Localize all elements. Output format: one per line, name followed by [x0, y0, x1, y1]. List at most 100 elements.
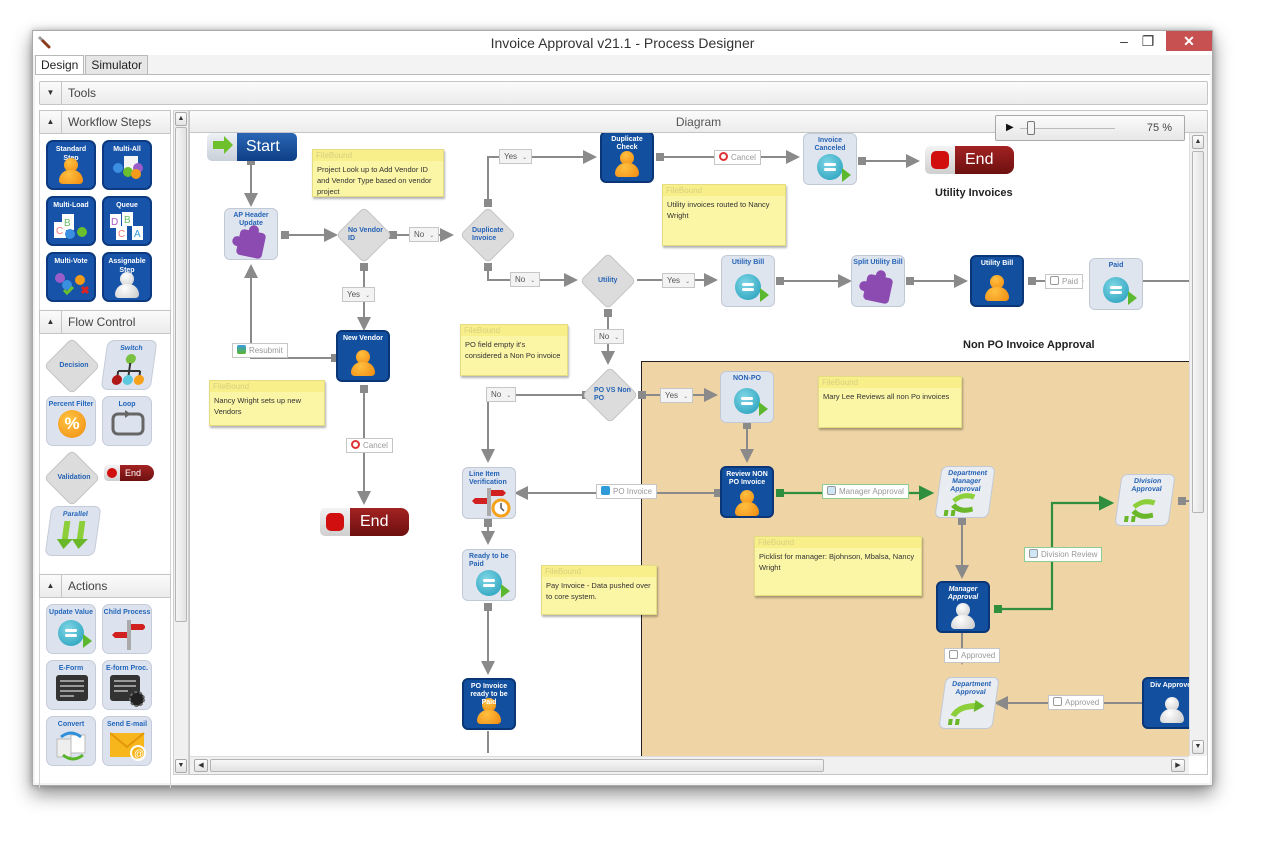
flow-control-header[interactable]: ▲ Flow Control — [39, 310, 171, 334]
node-manager-approval[interactable]: Manager Approval — [936, 581, 990, 633]
decision-po-vs-non-po[interactable]: PO VS Non PO — [581, 366, 639, 424]
tool-convert[interactable]: Convert — [46, 716, 96, 766]
dropdown-icon[interactable]: ⌄ — [614, 335, 620, 341]
connector-label-division-review[interactable]: Division Review — [1024, 547, 1103, 562]
connector-label-yes-non-po[interactable]: Yes⌄ — [660, 388, 694, 403]
connector-label-po-invoice[interactable]: PO Invoice — [596, 484, 658, 499]
dropdown-icon[interactable]: ⌄ — [429, 233, 435, 239]
note-manager-picklist[interactable]: FileBound Picklist for manager: Bjohnson… — [754, 536, 922, 596]
maximize-button[interactable]: ❐ — [1141, 33, 1155, 49]
connector-label-no-utility[interactable]: No⌄ — [594, 329, 625, 344]
toolbox-scrollbar[interactable]: ▲ ▼ — [173, 110, 189, 775]
connector-label-yes-new-vendor[interactable]: Yes⌄ — [342, 287, 376, 302]
connector-label-approved-division[interactable]: Approved — [1048, 695, 1105, 710]
tool-send-email[interactable]: Send E-mail @ — [102, 716, 152, 766]
node-non-po[interactable]: NON-PO — [720, 371, 774, 423]
end-node-utility[interactable]: End — [925, 146, 1014, 174]
play-icon[interactable]: ▶ — [1006, 122, 1014, 133]
note-po-field-empty[interactable]: FileBound PO field empty it's considered… — [460, 324, 568, 376]
node-paid[interactable]: Paid — [1089, 258, 1143, 310]
tool-loop[interactable]: Loop — [102, 396, 152, 446]
node-div-approver[interactable]: Div Approver — [1142, 677, 1189, 729]
scroll-left-button[interactable]: ◀ — [194, 759, 208, 772]
node-new-vendor[interactable]: New Vendor — [336, 330, 390, 382]
diagram-vertical-scrollbar[interactable]: ▲ ▼ — [1189, 133, 1207, 756]
start-node[interactable]: Start — [207, 133, 297, 161]
connector-label-cancel-vendor[interactable]: Cancel — [346, 438, 393, 453]
minimize-button[interactable]: – — [1120, 33, 1128, 49]
node-utility-bill-step[interactable]: Utility Bill — [970, 255, 1024, 307]
dropdown-icon[interactable]: ⌄ — [685, 279, 691, 285]
connector-label-yes-duplicate[interactable]: Yes⌄ — [499, 149, 533, 164]
node-ready-to-be-paid[interactable]: Ready to be Paid — [462, 549, 516, 601]
note-utility-routing[interactable]: FileBound Utility invoices routed to Nan… — [662, 184, 786, 246]
workflow-steps-header[interactable]: ▲ Workflow Steps — [39, 110, 171, 134]
decision-no-vendor-id[interactable]: No Vendor ID — [335, 206, 393, 264]
tool-child-process[interactable]: Child Process — [102, 604, 152, 654]
node-department-approval[interactable]: Department Approval — [938, 677, 1000, 729]
tool-assignable-step[interactable]: Assignable Step — [102, 252, 152, 302]
tool-e-form-proc[interactable]: E-form Proc. — [102, 660, 152, 710]
actions-header[interactable]: ▲ Actions — [39, 574, 171, 598]
collapse-icon[interactable]: ▲ — [40, 111, 62, 133]
tool-update-value[interactable]: Update Value — [46, 604, 96, 654]
dropdown-icon[interactable]: ⌄ — [522, 155, 528, 161]
tools-expander[interactable]: ▼ Tools — [39, 81, 1208, 105]
vertical-scroll-thumb[interactable] — [1192, 151, 1204, 513]
node-ap-header-update[interactable]: AP Header Update — [224, 208, 278, 260]
scroll-down-button[interactable]: ▼ — [1192, 740, 1204, 754]
connector-label-no-po[interactable]: No⌄ — [486, 387, 517, 402]
tool-multi-all[interactable]: Multi-All — [102, 140, 152, 190]
tool-switch[interactable]: Switch — [100, 340, 158, 390]
tool-validation[interactable]: Validation — [43, 449, 101, 507]
connector-label-no-vendor[interactable]: No⌄ — [409, 227, 440, 242]
note-pay-invoice[interactable]: FileBound Pay Invoice - Data pushed over… — [541, 565, 657, 615]
node-division-approval[interactable]: Division Approval — [1114, 474, 1176, 526]
tool-multi-vote[interactable]: Multi-Vote — [46, 252, 96, 302]
node-department-manager-approval[interactable]: Department Manager Approval — [934, 466, 996, 518]
decision-utility[interactable]: Utility — [579, 252, 637, 310]
toolbox-scroll-thumb[interactable] — [175, 127, 187, 622]
node-duplicate-check[interactable]: Duplicate Check — [600, 133, 654, 183]
tool-end[interactable]: End — [104, 465, 154, 481]
scroll-down-button[interactable]: ▼ — [175, 759, 187, 773]
decision-duplicate-invoice[interactable]: Duplicate Invoice — [459, 206, 517, 264]
node-invoice-canceled[interactable]: Invoice Canceled — [803, 133, 857, 185]
scroll-right-button[interactable]: ▶ — [1171, 759, 1185, 772]
tab-design[interactable]: Design — [35, 55, 85, 75]
tab-simulator[interactable]: Simulator — [85, 55, 149, 75]
dropdown-icon[interactable]: ⌄ — [506, 393, 512, 399]
collapse-icon[interactable]: ▲ — [40, 311, 62, 333]
tool-standard-step[interactable]: Standard Step — [46, 140, 96, 190]
collapse-icon[interactable]: ▲ — [40, 575, 62, 597]
node-line-item-verification[interactable]: Line Item Verification — [462, 467, 516, 519]
tool-percent-filter[interactable]: Percent Filter % — [46, 396, 96, 446]
horizontal-scroll-thumb[interactable] — [210, 759, 824, 772]
node-utility-bill-action[interactable]: Utility Bill — [721, 255, 775, 307]
connector-label-resubmit[interactable]: Resubmit — [232, 343, 288, 358]
tool-decision[interactable]: Decision — [43, 337, 101, 395]
connector-label-cancel-duplicate[interactable]: Cancel — [714, 150, 761, 165]
scroll-up-button[interactable]: ▲ — [1192, 135, 1204, 149]
note-mary-lee-review[interactable]: FileBound Mary Lee Reviews all non Po in… — [818, 376, 962, 428]
note-new-vendors[interactable]: FileBound Nancy Wright sets up new Vendo… — [209, 380, 325, 426]
zoom-slider-track[interactable] — [1020, 128, 1115, 129]
dropdown-icon[interactable]: ⌄ — [683, 394, 689, 400]
scroll-up-button[interactable]: ▲ — [175, 112, 187, 126]
tool-e-form[interactable]: E-Form — [46, 660, 96, 710]
node-review-non-po-invoice[interactable]: Review NON PO Invoice — [720, 466, 774, 518]
tool-parallel[interactable]: Parallel — [44, 506, 102, 556]
connector-label-paid[interactable]: Paid — [1045, 274, 1084, 289]
connector-label-manager-approval[interactable]: Manager Approval — [822, 484, 909, 499]
connector-label-yes-utility[interactable]: Yes⌄ — [662, 273, 696, 288]
node-po-invoice-ready[interactable]: PO Invoice ready to be Paid — [462, 678, 516, 730]
node-split-utility-bill[interactable]: Split Utility Bill — [851, 255, 905, 307]
connector-label-no-duplicate[interactable]: No⌄ — [510, 272, 541, 287]
dropdown-icon[interactable]: ⌄ — [365, 293, 371, 299]
close-button[interactable]: ✕ — [1166, 31, 1212, 51]
connector-label-approved-manager[interactable]: Approved — [944, 648, 1001, 663]
note-vendor-lookup[interactable]: FileBound Project Look up to Add Vendor … — [312, 149, 444, 197]
tools-toggle-icon[interactable]: ▼ — [40, 82, 62, 104]
